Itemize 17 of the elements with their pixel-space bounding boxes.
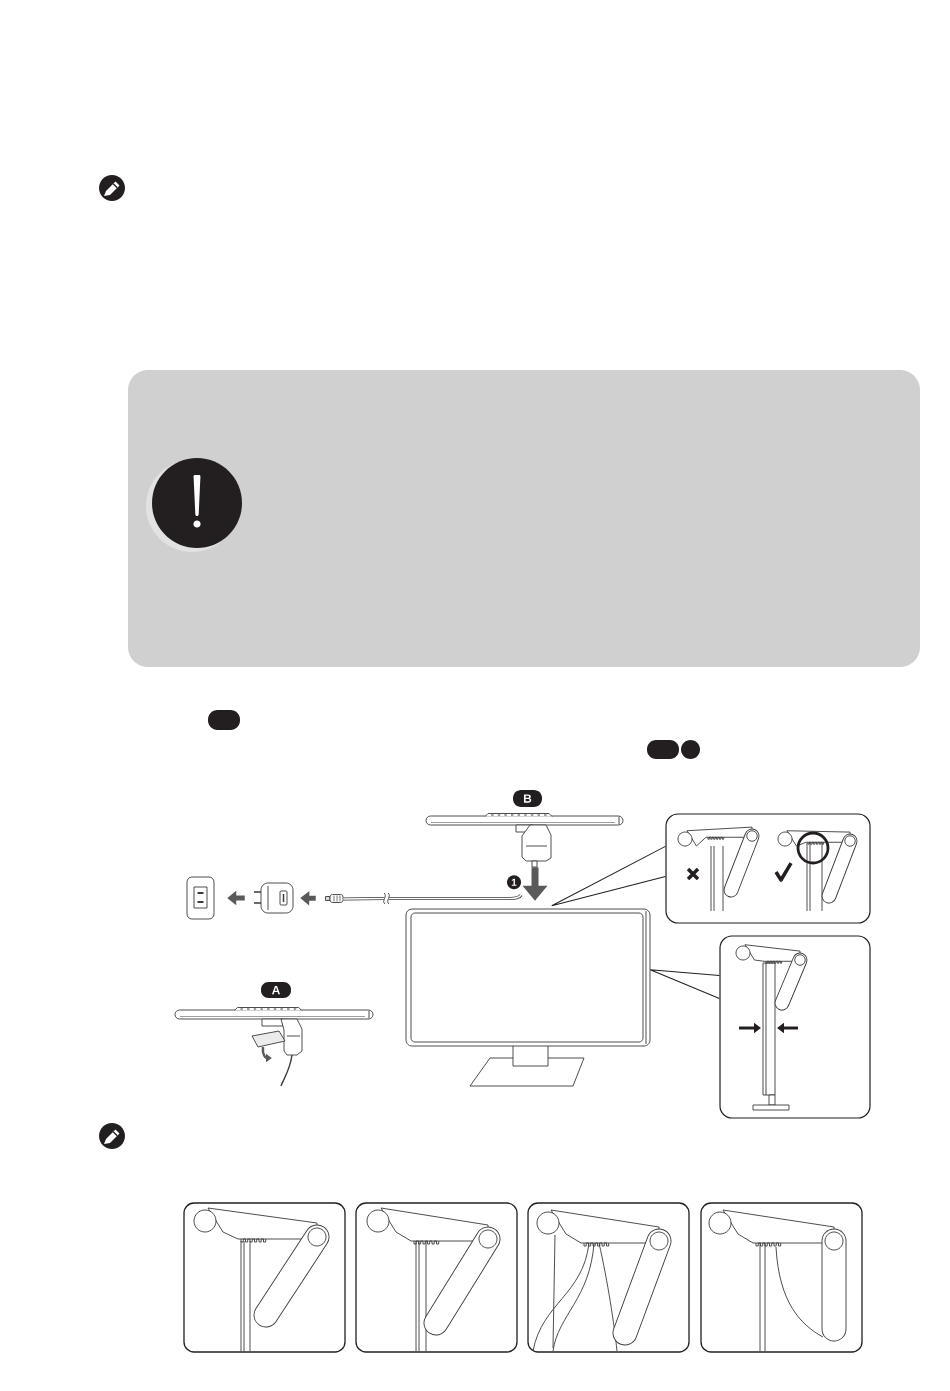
callout-leader bbox=[649, 969, 720, 999]
letter-badge: A bbox=[261, 982, 291, 998]
pill-marker bbox=[647, 740, 679, 759]
dot-marker bbox=[681, 740, 700, 759]
wall-outlet-drawing bbox=[186, 876, 215, 920]
power-adapter-drawing bbox=[253, 882, 294, 914]
letter-badge: B bbox=[513, 790, 542, 807]
detail-inset bbox=[665, 813, 871, 924]
step-number: 1 bbox=[507, 875, 521, 890]
detail-inset bbox=[719, 935, 871, 1119]
light-bar-drawing bbox=[425, 813, 624, 868]
callout-leader bbox=[551, 845, 666, 907]
cable bbox=[341, 893, 523, 901]
monitor-drawing bbox=[405, 908, 651, 1087]
light-bar-drawing bbox=[174, 1007, 374, 1087]
usb-plug-drawing bbox=[325, 894, 344, 903]
pill-marker bbox=[208, 710, 240, 730]
